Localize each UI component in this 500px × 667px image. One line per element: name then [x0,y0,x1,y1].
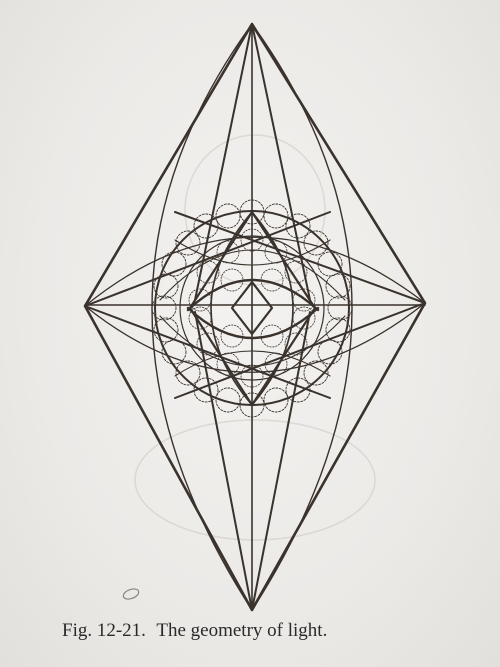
inner-eye-upper [186,278,320,312]
pencil-mark [122,588,140,600]
center-diamond [230,280,274,336]
inner-circle [179,235,325,381]
diagonal-lines [84,23,426,611]
figure-caption: Fig. 12-21. The geometry of light. [62,620,482,642]
outer-rhombus [83,22,427,612]
figure-number: Fig. 12-21. [62,620,146,641]
inner-arc-right [251,211,294,406]
figure-title: The geometry of light. [156,620,328,641]
inner-arc-left [210,211,253,406]
crossing-arcs [159,239,346,377]
small-circle-ring [151,199,353,418]
inner-eye-lower [186,306,320,340]
